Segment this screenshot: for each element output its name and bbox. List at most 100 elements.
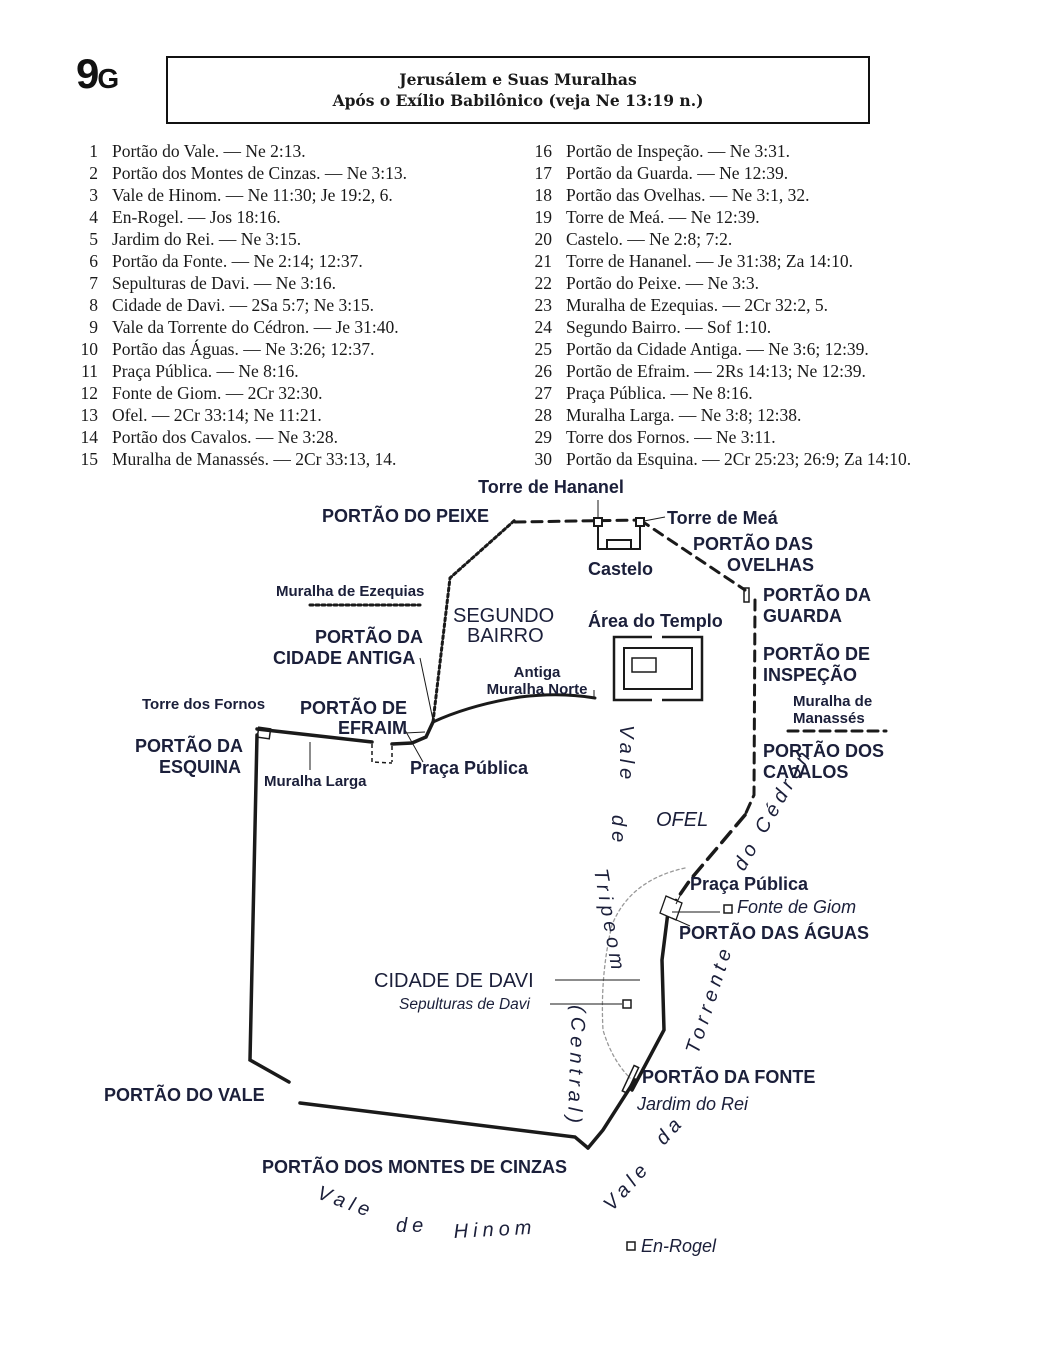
legend-number: 21: [534, 251, 553, 271]
label-en-rogel: En-Rogel: [641, 1236, 717, 1256]
south-east-wall: [586, 1078, 637, 1150]
legend-text: Muralha de Ezequias. — 2Cr 32:2, 5.: [566, 295, 828, 315]
label-manasseh-wall-1: Muralha de: [793, 693, 872, 710]
legend-text: En-Rogel. — Jos 18:16.: [112, 207, 281, 227]
legend-number: 6: [89, 251, 98, 271]
label-temple-area: Área do Templo: [588, 610, 723, 631]
label-ophel: OFEL: [656, 809, 708, 831]
legend-number: 20: [534, 229, 553, 249]
label-inspection-gate-2: INSPEÇÃO: [763, 664, 857, 685]
legend-number: 27: [534, 383, 553, 403]
legend-text: Castelo. — Ne 2:8; 7:2.: [566, 229, 733, 249]
broad-wall: [255, 727, 374, 744]
label-corner-gate-2: ESQUINA: [159, 757, 241, 777]
label-old-north-wall-2: Muralha Norte: [487, 681, 588, 698]
legend-text: Portão das Ovelhas. — Ne 3:1, 32.: [566, 185, 810, 205]
legend-number: 19: [534, 207, 553, 227]
label-horse-gate-1: PORTÃO DOS: [763, 740, 884, 761]
legend-number: 11: [81, 361, 98, 381]
legend-text: Portão da Cidade Antiga. — Ne 3:6; 12:39…: [566, 339, 869, 359]
legend-number: 17: [534, 163, 553, 183]
label-tyropoeon-3: Tripeom: [589, 867, 629, 976]
legend-number: 10: [80, 339, 99, 359]
legend-number: 28: [534, 405, 553, 425]
label-tyropoeon-4: (Central): [563, 1005, 589, 1128]
legend-number: 25: [534, 339, 553, 359]
legend-text: Ofel. — 2Cr 33:14; Ne 11:21.: [112, 405, 322, 425]
map-number-badge: 9G: [76, 50, 119, 98]
legend-text: Portão das Águas. — Ne 3:26; 12:37.: [112, 339, 375, 359]
legend-text: Torre de Hananel. — Je 31:38; Za 14:10.: [566, 251, 853, 271]
east-wall-lower: [630, 910, 670, 1092]
north-east-wall: [638, 518, 747, 592]
legend-item: 28 Muralha Larga. — Ne 3:8; 12:38.: [526, 404, 911, 426]
legend-item: 11 Praça Pública. — Ne 8:16.: [72, 360, 407, 382]
legend-item: 4 En-Rogel. — Jos 18:16.: [72, 206, 407, 228]
legend-text: Praça Pública. — Ne 8:16.: [112, 361, 299, 381]
legend-item: 17 Portão da Guarda. — Ne 12:39.: [526, 162, 911, 184]
label-valley-gate: PORTÃO DO VALE: [104, 1084, 265, 1105]
label-city-of-david: CIDADE DE DAVI: [374, 970, 534, 992]
title-line-2: Após o Exílio Babilônico (veja Ne 13:19 …: [332, 91, 704, 110]
label-furnaces-tower: Torre dos Fornos: [142, 696, 265, 713]
label-corner-gate-1: PORTÃO DA: [135, 735, 243, 756]
legend-text: Portão do Peixe. — Ne 3:3.: [566, 273, 759, 293]
label-gihon-spring: Fonte de Giom: [737, 897, 856, 917]
map-labels: Torre de Hananel PORTÃO DO PEIXE Torre d…: [104, 477, 884, 1256]
label-dung-gate: PORTÃO DOS MONTES DE CINZAS: [262, 1156, 567, 1177]
legend-number: 24: [534, 317, 553, 337]
label-second-quarter-1: SEGUNDO: [453, 605, 554, 627]
label-broad-wall: Muralha Larga: [264, 773, 367, 790]
legend-text: Portão do Vale. — Ne 2:13.: [112, 141, 306, 161]
east-wall-upper: [743, 598, 757, 817]
label-hinnom-2: de: [396, 1215, 428, 1237]
legend-text: Portão dos Cavalos. — Ne 3:28.: [112, 427, 339, 447]
legend-text: Muralha de Manassés. — 2Cr 33:13, 14.: [112, 449, 397, 469]
label-sheep-gate-2: OVELHAS: [727, 555, 814, 575]
legend-text: Portão de Inspeção. — Ne 3:31.: [566, 141, 791, 161]
public-square-north: [371, 744, 393, 764]
label-kidron-3: Torrente: [682, 942, 738, 1057]
legend-number: 1: [89, 141, 98, 161]
legend-text: Muralha Larga. — Ne 3:8; 12:38.: [566, 405, 802, 425]
label-hezekiah-wall: Muralha de Ezequias: [276, 583, 424, 600]
legend-number: 5: [89, 229, 98, 249]
legend-text: Vale da Torrente do Cédron. — Je 31:40.: [112, 317, 399, 337]
legend-number: 8: [89, 295, 98, 315]
legend-item: 1 Portão do Vale. — Ne 2:13.: [72, 140, 407, 162]
fountain-gate-marker: [621, 1064, 640, 1094]
legend-text: Torre de Meá. — Ne 12:39.: [566, 207, 760, 227]
legend-text: Portão dos Montes de Cinzas. — Ne 3:13.: [112, 163, 408, 183]
title-box: Jerusálem e Suas Muralhas Após o Exílio …: [166, 56, 870, 124]
badge-number: 9: [76, 50, 99, 97]
label-old-city-gate-1: PORTÃO DA: [315, 626, 423, 647]
legend-number: 2: [89, 163, 98, 183]
legend-item: 20 Castelo. — Ne 2:8; 7:2.: [526, 228, 911, 250]
label-david-tombs: Sepulturas de Davi: [399, 996, 531, 1013]
legend-text: Cidade de Davi. — 2Sa 5:7; Ne 3:15.: [112, 295, 374, 315]
legend-item: 8 Cidade de Davi. — 2Sa 5:7; Ne 3:15.: [72, 294, 407, 316]
legend-number: 4: [89, 207, 98, 227]
legend-item: 10 Portão das Águas. — Ne 3:26; 12:37.: [72, 338, 407, 360]
label-ephraim-gate-2: EFRAIM: [338, 718, 407, 738]
furnaces-tower: [256, 726, 272, 740]
legend-text: Portão da Guarda. — Ne 12:39.: [566, 163, 789, 183]
label-manasseh-wall-2: Manassés: [793, 710, 865, 727]
label-horse-gate-2: CAVALOS: [763, 762, 848, 782]
label-tyropoeon-1: Vale: [615, 725, 637, 784]
gihon-spring-marker: [723, 904, 733, 914]
label-kidron-1: Vale: [599, 1157, 655, 1216]
label-guard-gate-1: PORTÃO DA: [763, 584, 871, 605]
